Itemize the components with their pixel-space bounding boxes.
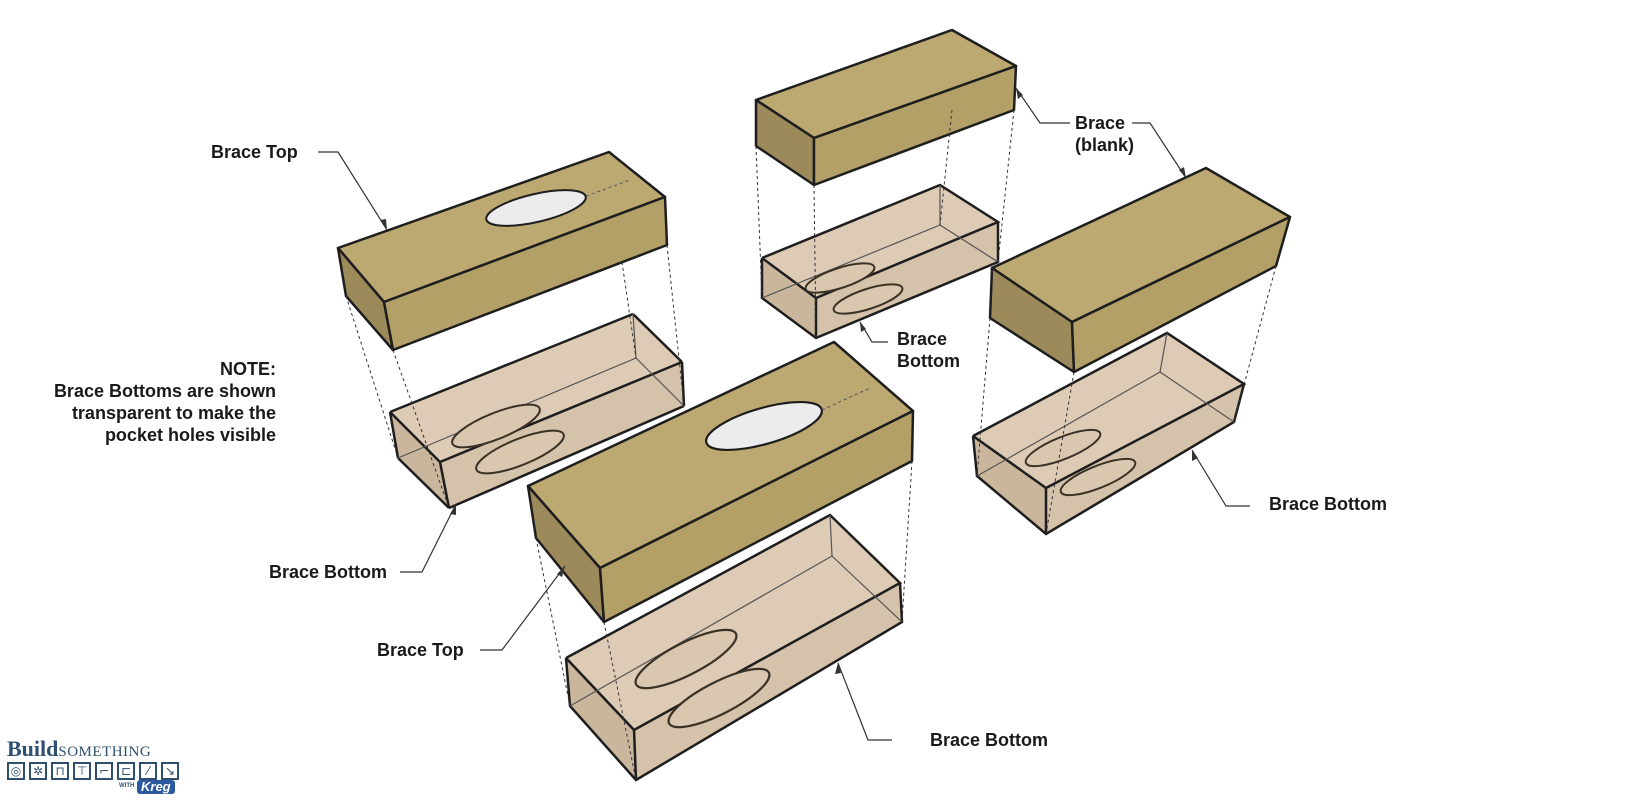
- leader-arrowheads: [380, 88, 1198, 674]
- pocket-hole: [1059, 457, 1137, 497]
- assembly-right: [971, 166, 1292, 536]
- pocket-hole: [804, 262, 876, 294]
- logo-tool-icons: ◎ ✲ ⊓ ⊤ ⌐ ⊏ ⁄ ↘: [7, 760, 185, 784]
- note-heading: NOTE:: [220, 359, 276, 379]
- label-brace-blank-line2: (blank): [1075, 135, 1135, 155]
- brace-top-left: [336, 150, 669, 352]
- note-line-1: Brace Bottoms are shown: [53, 381, 276, 401]
- label-brace-blank-line1: Brace: [1075, 113, 1126, 133]
- pocket-hole: [634, 628, 738, 690]
- label-brace-bottom-right: Brace Bottom: [1269, 494, 1388, 514]
- hammer-icon: ⊤: [73, 762, 91, 780]
- assembly-middle: [754, 28, 1018, 340]
- pocket-hole: [667, 667, 771, 729]
- assembly-center: [526, 340, 915, 782]
- kreg-brand: Kreg: [137, 780, 175, 794]
- sawblade-icon: ◎: [7, 762, 25, 780]
- label-brace-top-center: Brace Top: [377, 640, 464, 660]
- brace-bottom-center: [564, 513, 904, 782]
- gear-icon: ✲: [29, 762, 47, 780]
- label-brace-top-upper-left: Brace Top: [211, 142, 298, 162]
- logo-by-text: WITH: [119, 783, 135, 789]
- label-brace-blank: Brace (blank): [1075, 112, 1134, 156]
- brace-bottom-middle: [760, 183, 1001, 340]
- square-icon: ⊓: [51, 762, 69, 780]
- pocket-hole: [485, 189, 587, 227]
- brush-icon: ⁄: [139, 762, 157, 780]
- label-brace-bottom-center: Brace Bottom: [930, 730, 1049, 750]
- logo-word-main: Build: [7, 736, 59, 761]
- logo-wordmark: BuildSOMETHING: [7, 738, 151, 763]
- assembly-left: [336, 150, 686, 510]
- pocket-hole: [451, 403, 541, 449]
- label-brace-bottom-middle-line2: Bottom: [897, 351, 960, 371]
- brace-top-center: [526, 340, 915, 624]
- pocket-hole: [475, 429, 565, 475]
- note-line-2: transparent to make the: [71, 403, 276, 423]
- brace-blank-middle: [754, 28, 1018, 187]
- brace-bottom-right: [971, 331, 1247, 536]
- note-line-3: pocket holes visible: [104, 425, 276, 445]
- pocket-hole: [705, 400, 823, 452]
- label-brace-bottom-middle-line1: Brace: [897, 329, 948, 349]
- pocket-hole: [832, 283, 904, 315]
- label-brace-bottom-left: Brace Bottom: [269, 562, 388, 582]
- logo-word-sub: SOMETHING: [58, 744, 152, 760]
- drill-icon: ⌐: [95, 762, 113, 780]
- brace-blank-right: [988, 166, 1292, 374]
- label-brace-bottom-middle: Brace Bottom: [897, 328, 960, 372]
- pocket-hole: [1024, 428, 1102, 468]
- clamp-icon: ⊏: [117, 762, 135, 780]
- transparency-note: NOTE: Brace Bottoms are shown transparen…: [20, 358, 276, 446]
- leader-lines: [318, 87, 1250, 741]
- brace-bottom-left: [388, 312, 686, 510]
- wrench-icon: ↘: [161, 762, 179, 780]
- build-something-logo: BuildSOMETHING ◎ ✲ ⊓ ⊤ ⌐ ⊏ ⁄ ↘ WITH Kreg: [7, 738, 187, 794]
